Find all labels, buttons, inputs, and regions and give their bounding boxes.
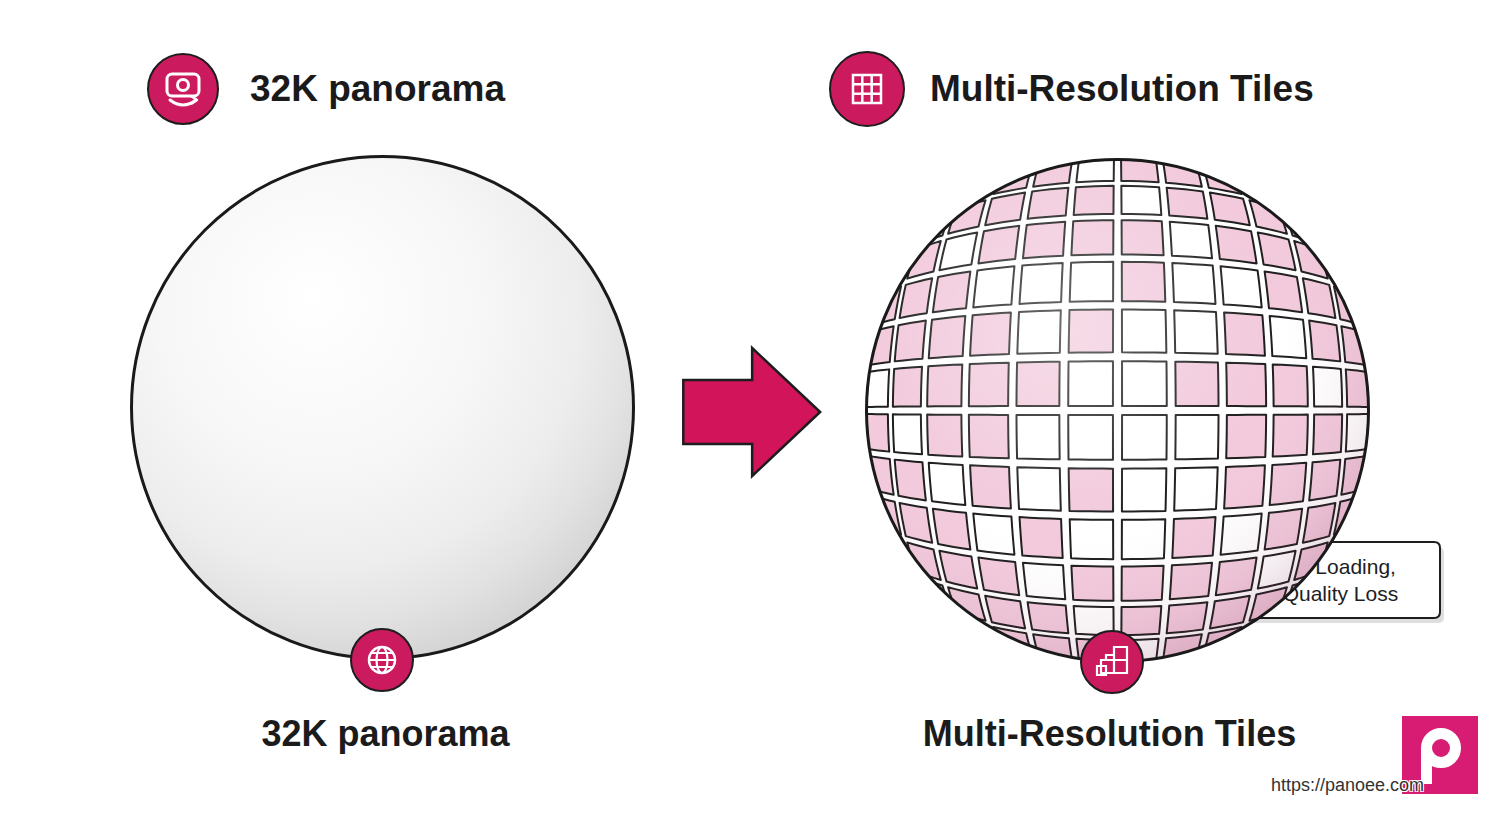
- camera-body: [167, 74, 199, 96]
- sphere-outline: [865, 158, 1370, 663]
- section-heading: Multi-Resolution Tiles: [930, 70, 1314, 107]
- logo-ring: [1427, 734, 1456, 763]
- panorama-sphere: 32K panorama: [130, 155, 635, 660]
- block-arrow: [683, 348, 820, 476]
- rotate-arrow: [170, 100, 196, 105]
- icon-badge: [830, 52, 904, 126]
- sphere-body: [132, 157, 634, 659]
- sphere-rim: [867, 160, 1369, 662]
- camera-icon: [148, 54, 218, 124]
- sphere-label: Multi-Resolution Tiles: [757, 716, 1462, 752]
- icon-badge: [148, 54, 218, 124]
- grid-icon: [830, 52, 904, 126]
- grid-frame: [853, 75, 881, 103]
- sphere-outline: [130, 155, 635, 660]
- sphere-body: [867, 160, 1369, 662]
- section-heading: 32K panorama: [250, 70, 505, 107]
- panorama-sphere: Faster Loading, No Quality LossMulti-Res…: [865, 158, 1370, 663]
- camera-lens: [178, 80, 189, 91]
- grid-lines: [853, 75, 881, 103]
- rotate-arrow-head: [191, 96, 197, 104]
- sphere-shading: [867, 160, 1369, 662]
- watermark: https://panoee.com: [1271, 776, 1424, 794]
- sphere-label: 32K panorama: [33, 716, 738, 752]
- tile-grid: [867, 160, 1368, 661]
